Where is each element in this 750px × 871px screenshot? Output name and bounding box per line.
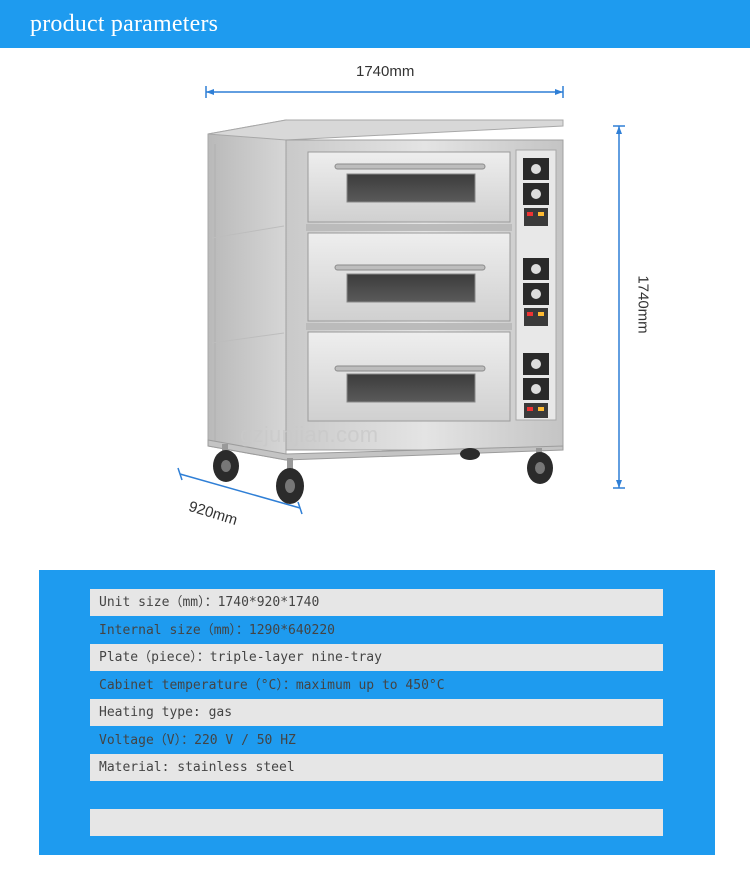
spec-row-material: Material: stainless steel <box>90 754 663 781</box>
width-dimension-line <box>205 86 564 98</box>
page-title: product parameters <box>30 11 219 37</box>
width-dimension-label: 1740mm <box>356 63 415 80</box>
product-image-area: 1740mm 1740mm 920mm gzjunjian.com <box>0 48 750 570</box>
watermark: gzjunjian.com <box>240 422 379 447</box>
height-dimension-label: 1740mm <box>634 275 652 334</box>
oven-side-panel <box>207 119 287 461</box>
spec-row-plate: Plate（piece）：triple-layer nine-tray <box>90 644 663 671</box>
height-dimension-line <box>613 125 625 489</box>
control-group-2 <box>523 258 549 326</box>
control-group-1 <box>523 158 549 226</box>
caster-wheels <box>213 444 553 504</box>
depth-dimension-line <box>177 467 303 515</box>
oven-top <box>207 119 564 141</box>
control-group-3 <box>523 353 549 418</box>
spec-row-voltage: Voltage（V）：220 V / 50 HZ <box>99 733 296 748</box>
spec-row-internal-size: Internal size（mm）：1290*640220 <box>99 623 335 638</box>
oven-door-1 <box>307 151 511 223</box>
spec-row-empty-2 <box>90 809 663 836</box>
spec-row-unit-size: Unit size（mm）：1740*920*1740 <box>90 589 663 616</box>
oven-base <box>207 439 564 461</box>
header-bar: product parameters <box>0 0 750 48</box>
spec-row-empty-1 <box>90 782 663 809</box>
oven-door-3 <box>307 331 511 422</box>
spec-row-heating-type: Heating type: gas <box>90 699 663 726</box>
spec-table: Unit size（mm）：1740*920*1740 Internal siz… <box>39 570 715 855</box>
oven-illustration <box>177 86 625 515</box>
oven-door-2 <box>307 232 511 322</box>
spec-row-cabinet-temperature: Cabinet temperature（°C）：maximum up to 45… <box>99 678 445 693</box>
